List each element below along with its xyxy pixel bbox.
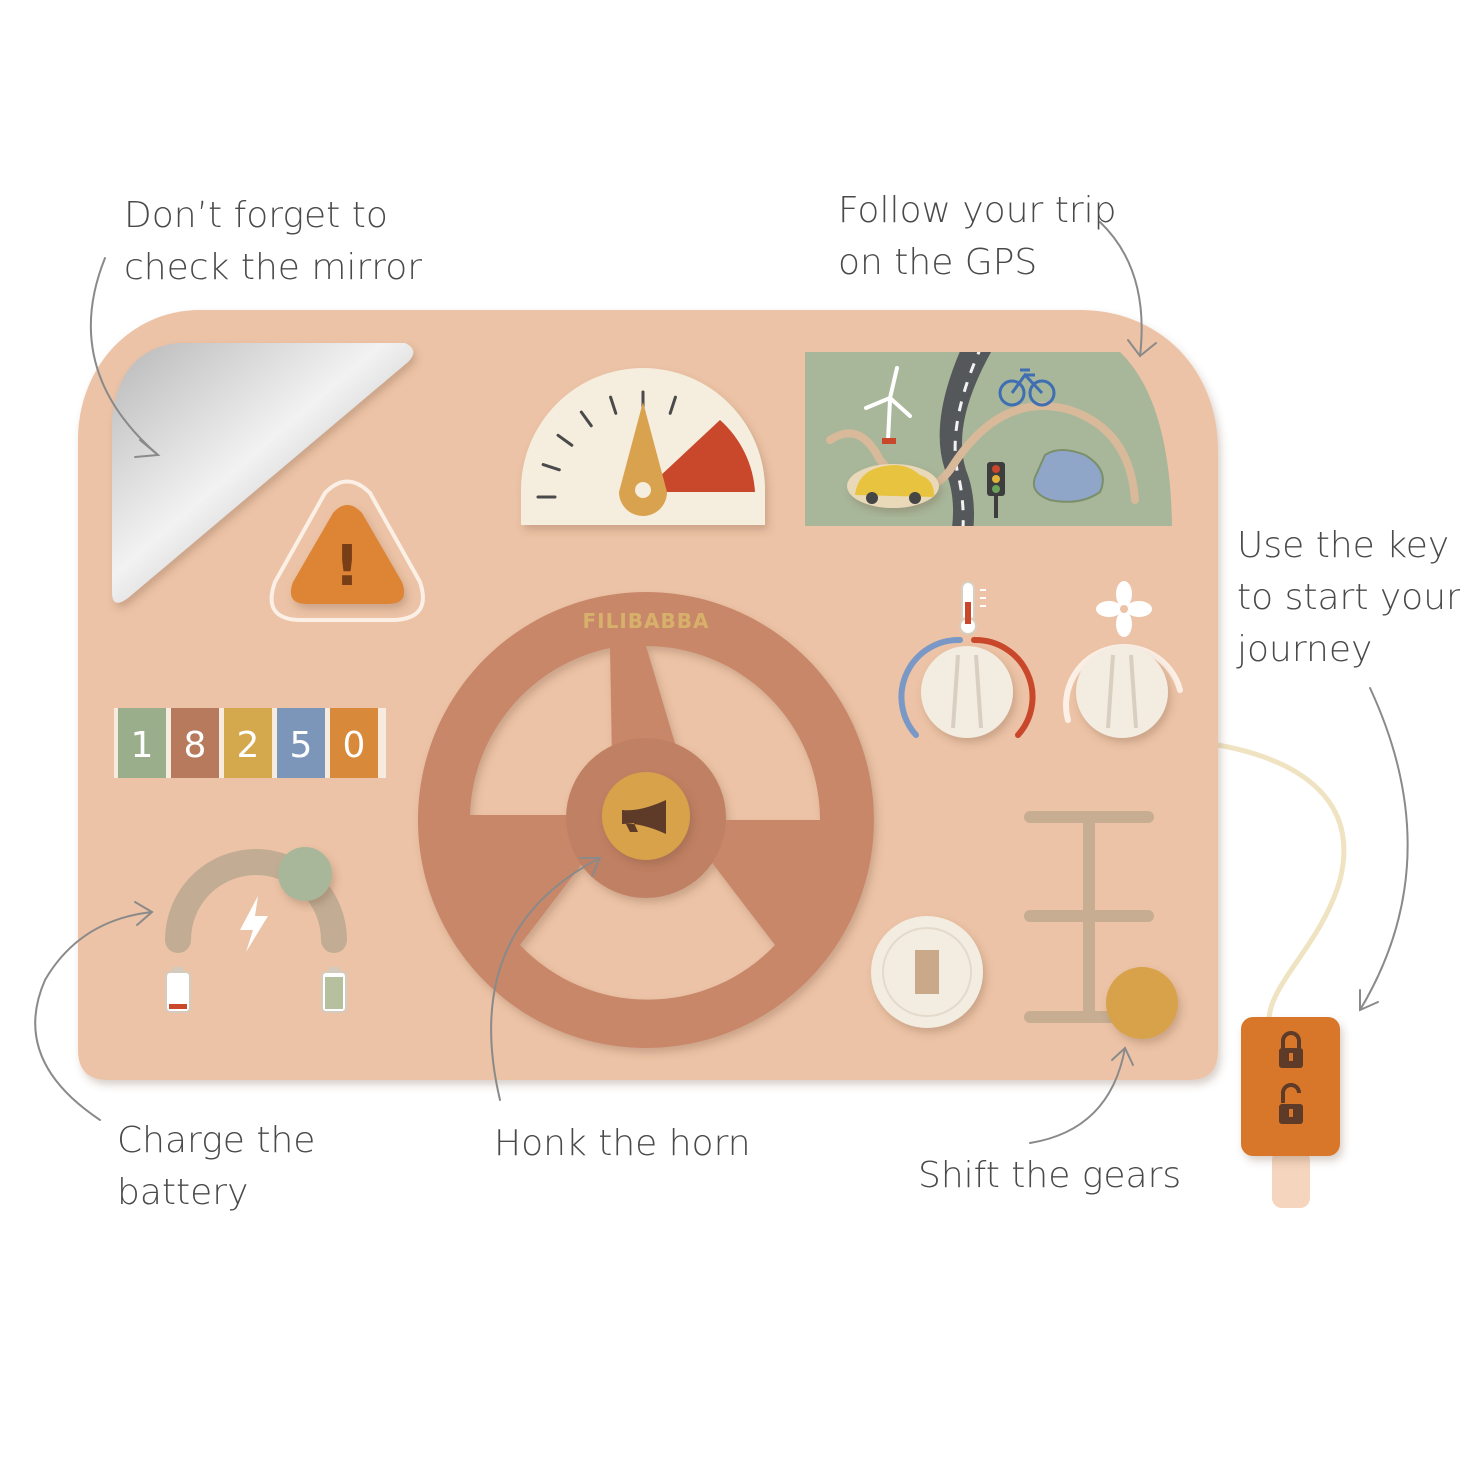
odometer-wheel[interactable] — [171, 708, 219, 778]
car-icon[interactable] — [847, 464, 939, 508]
odometer-digit: 8 — [184, 725, 207, 766]
bicycle-icon — [998, 368, 1056, 407]
speed-ticks — [536, 390, 677, 499]
speed-tick — [556, 433, 574, 447]
fan-knob[interactable] — [1063, 581, 1183, 738]
ignition-switch[interactable] — [871, 916, 983, 1028]
arrow-gears — [1029, 1047, 1126, 1144]
lightning-icon — [240, 896, 268, 952]
lock-icon — [1279, 1031, 1303, 1068]
temp-arc-cold — [898, 636, 963, 738]
annotation-key: Use the key to start your journey — [1237, 520, 1460, 676]
speed-red-zone — [643, 420, 755, 492]
annotation-gears-text: Shift the gears — [918, 1155, 1182, 1196]
horn-icon — [622, 800, 666, 834]
arrow-gps — [1099, 221, 1143, 357]
odometer-wheel[interactable] — [118, 708, 166, 778]
annotation-battery-line2: battery — [117, 1172, 249, 1213]
fan-icon — [1096, 581, 1152, 637]
annotation-gears: Shift the gears — [918, 1150, 1181, 1202]
brand-label: FILIBABBA — [583, 609, 710, 633]
annotation-mirror-line1: Don’t forget to — [124, 195, 388, 236]
annotation-key-line1: Use the key — [1237, 525, 1450, 566]
odometer-wheel[interactable] — [277, 708, 325, 778]
arrow-mirror — [89, 257, 159, 456]
arrow-key — [1359, 687, 1409, 1011]
hazard-button[interactable]: ! — [269, 479, 425, 622]
speed-needle[interactable] — [619, 402, 667, 516]
annotation-horn-text: Honk the horn — [494, 1123, 751, 1164]
ignition-slot — [915, 950, 939, 994]
arrow-battery — [34, 911, 153, 1121]
odometer-digit: 1 — [131, 725, 154, 766]
windmill-icon — [864, 366, 912, 444]
annotation-gps-line2: on the GPS — [838, 242, 1038, 283]
odometer-digit: 5 — [290, 725, 313, 766]
speed-tick — [668, 395, 677, 415]
annotation-mirror: Don’t forget to check the mirror — [124, 190, 422, 294]
odometer-digit: 2 — [237, 725, 260, 766]
odometer-wheel[interactable] — [330, 708, 378, 778]
gps-road — [939, 352, 998, 526]
odometer-digit: 0 — [343, 725, 366, 766]
odometer-wheel[interactable] — [224, 708, 272, 778]
battery-charger[interactable] — [165, 847, 347, 1013]
unlock-icon — [1279, 1083, 1303, 1124]
speed-tick — [609, 395, 618, 415]
ignition-key[interactable] — [1241, 1017, 1340, 1208]
speed-tick — [579, 410, 593, 428]
annotation-gps-line1: Follow your trip — [838, 190, 1117, 231]
traffic-light-icon — [987, 462, 1005, 518]
annotation-horn: Honk the horn — [494, 1118, 751, 1170]
speed-tick — [541, 463, 561, 472]
gps-map[interactable] — [805, 340, 1172, 540]
key-cord — [1217, 742, 1347, 1031]
annotation-key-line2: to start your — [1237, 577, 1460, 618]
speedometer[interactable] — [521, 368, 765, 525]
annotation-arrows — [34, 221, 1409, 1144]
battery-full-icon — [321, 967, 347, 1013]
gear-shifter[interactable] — [1024, 811, 1178, 1039]
arrow-horn — [490, 857, 601, 1101]
charge-slider-knob[interactable] — [278, 847, 332, 901]
annotation-battery: Charge the battery — [117, 1115, 315, 1219]
rear-view-mirror[interactable] — [112, 343, 414, 603]
annotation-gps: Follow your trip on the GPS — [838, 185, 1117, 289]
annotation-battery-line1: Charge the — [117, 1120, 316, 1161]
gear-knob[interactable] — [1106, 967, 1178, 1039]
gps-route — [826, 402, 1139, 504]
hazard-symbol: ! — [334, 534, 360, 599]
annotation-key-line3: journey — [1237, 629, 1373, 670]
temp-arc-hot — [971, 636, 1036, 738]
annotation-mirror-line2: check the mirror — [124, 247, 423, 288]
gps-pond — [1032, 449, 1104, 503]
thermometer-icon — [959, 581, 986, 635]
temperature-knob[interactable] — [898, 581, 1036, 738]
battery-low-icon — [165, 967, 191, 1013]
horn-button[interactable] — [602, 772, 690, 860]
